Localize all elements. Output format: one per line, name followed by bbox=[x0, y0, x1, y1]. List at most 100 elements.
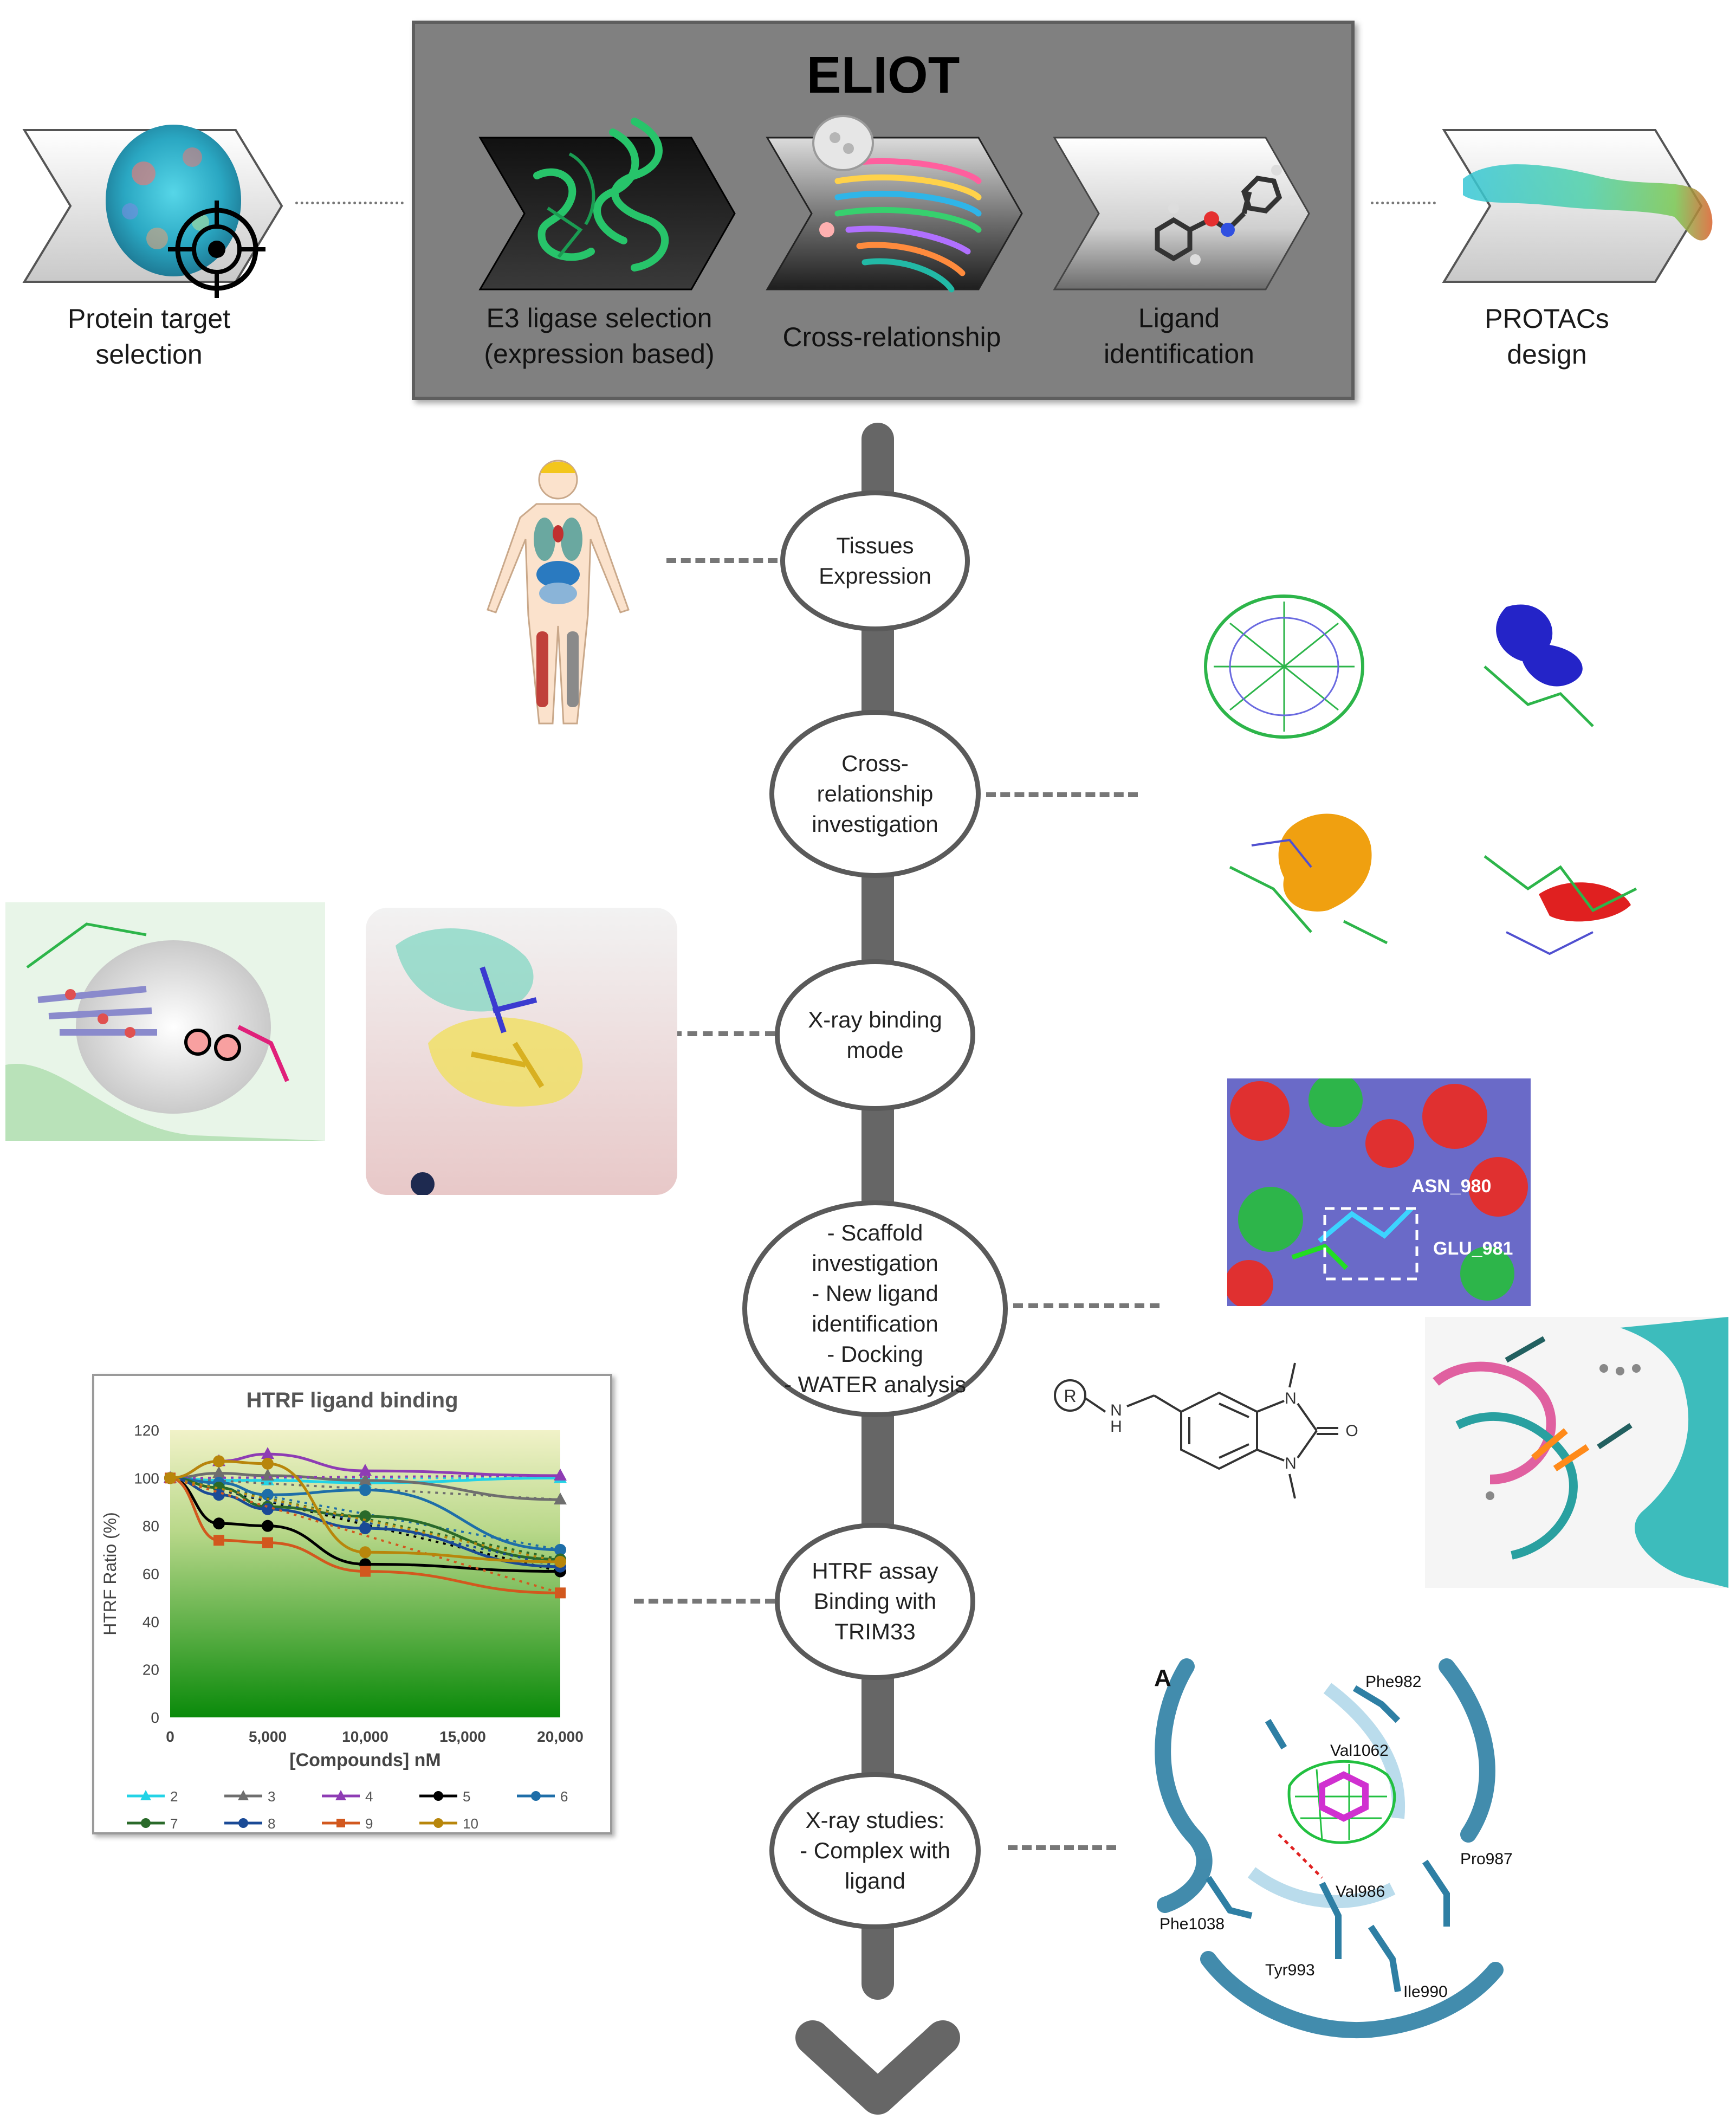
binding-pockets-icon bbox=[1204, 594, 1637, 955]
xray-complex-icon: A Phe982 Val1062 Pro987 Val986 Phe1038 T… bbox=[1143, 1656, 1533, 2073]
dotted-connector bbox=[1371, 202, 1436, 204]
legend-label: 3 bbox=[268, 1788, 275, 1805]
ligand-identification-label: Ligand identification bbox=[1104, 303, 1254, 369]
data-point bbox=[359, 1522, 371, 1535]
legend-label: 9 bbox=[365, 1815, 373, 1832]
grey-chevron-icon bbox=[766, 137, 1023, 290]
benzimidazolone-scaffold-icon: R N H N N O bbox=[1054, 1362, 1358, 1499]
data-point bbox=[555, 1587, 566, 1599]
cross-relationship-label: Cross-relationship bbox=[782, 322, 1001, 352]
y-tick-label: 100 bbox=[134, 1470, 159, 1487]
protacs-design-label: PROTACs design bbox=[1485, 303, 1609, 370]
residue-label-glu: GLU_981 bbox=[1433, 1238, 1513, 1259]
y-tick-label: 60 bbox=[142, 1566, 159, 1582]
node-cross-relationship: Cross- relationship investigation bbox=[769, 710, 981, 878]
dashed-connector bbox=[986, 792, 1138, 797]
eliot-panel: ELIOT bbox=[412, 21, 1355, 400]
residue-label: Phe1038 bbox=[1160, 1915, 1225, 1933]
o-label: O bbox=[1345, 1422, 1358, 1440]
dashed-connector bbox=[634, 1599, 775, 1604]
h-label: H bbox=[1110, 1418, 1122, 1436]
x-tick-label: 20,000 bbox=[537, 1728, 584, 1745]
series-line-3 bbox=[170, 1471, 561, 1501]
legend-marker bbox=[335, 1790, 346, 1800]
protac-surface-icon bbox=[1463, 164, 1713, 241]
chart-title: HTRF ligand binding bbox=[246, 1388, 458, 1412]
x-tick-label: 10,000 bbox=[342, 1728, 388, 1745]
residue-label-asn: ASN_980 bbox=[1411, 1176, 1491, 1197]
xray-binding-mode-icon bbox=[5, 902, 677, 1195]
y-tick-label: 20 bbox=[142, 1662, 159, 1678]
series-line-9 bbox=[170, 1476, 561, 1594]
y-axis-label: HTRF Ratio (%) bbox=[100, 1512, 120, 1636]
data-point bbox=[262, 1489, 274, 1501]
data-point bbox=[262, 1520, 274, 1532]
legend-label: 7 bbox=[170, 1815, 178, 1832]
protacs-design-step bbox=[1436, 125, 1718, 303]
y-tick-label: 0 bbox=[151, 1709, 159, 1726]
legend-marker bbox=[433, 1818, 443, 1828]
eliot-title: ELIOT bbox=[806, 46, 960, 104]
n2-label: N bbox=[1285, 1455, 1297, 1472]
data-point bbox=[212, 1466, 225, 1478]
residue-label: Val986 bbox=[1336, 1883, 1385, 1901]
data-point bbox=[554, 1543, 566, 1556]
data-point bbox=[164, 1472, 176, 1484]
data-point bbox=[554, 1492, 567, 1505]
series-line-5 bbox=[170, 1476, 561, 1573]
panel-letter: A bbox=[1154, 1665, 1171, 1691]
series-line-8 bbox=[170, 1476, 561, 1568]
legend-label: 5 bbox=[463, 1788, 470, 1805]
x-tick-label: 0 bbox=[166, 1728, 174, 1745]
dashed-connector bbox=[1008, 1845, 1116, 1850]
y-tick-label: 40 bbox=[142, 1613, 159, 1630]
x-axis-label: [Compounds] nM bbox=[289, 1750, 441, 1770]
legend-label: 2 bbox=[170, 1788, 178, 1805]
data-point bbox=[359, 1510, 371, 1522]
data-point bbox=[554, 1555, 566, 1568]
n1-label: N bbox=[1285, 1390, 1297, 1407]
node-scaffold-investigation: - Scaffold investigation - New ligand id… bbox=[742, 1200, 1008, 1417]
residue-label: Pro987 bbox=[1460, 1850, 1513, 1868]
legend-marker bbox=[238, 1818, 248, 1828]
data-point bbox=[360, 1566, 371, 1577]
residue-label: Val1062 bbox=[1330, 1742, 1389, 1760]
water-analysis-icon bbox=[1425, 1317, 1728, 1588]
data-point bbox=[359, 1546, 371, 1559]
legend-marker bbox=[140, 1790, 151, 1800]
node-xray-binding: X-ray binding mode bbox=[775, 959, 975, 1111]
protein-target-step bbox=[16, 125, 287, 379]
x-tick-label: 15,000 bbox=[439, 1728, 486, 1745]
data-point bbox=[262, 1457, 274, 1470]
cross-relationship-helix-icon bbox=[812, 115, 982, 293]
legend-marker bbox=[531, 1791, 541, 1801]
r-group-label: R bbox=[1064, 1386, 1076, 1406]
legend-label: 4 bbox=[365, 1788, 373, 1805]
data-point bbox=[213, 1517, 225, 1530]
protein-surface-icon bbox=[106, 125, 241, 276]
light-chevron-icon bbox=[1053, 137, 1310, 290]
protein-target-label: Protein target selection bbox=[67, 303, 231, 370]
data-point bbox=[262, 1537, 273, 1548]
series-trend-5 bbox=[170, 1477, 561, 1573]
legend-label: 6 bbox=[560, 1788, 568, 1805]
y-tick-label: 80 bbox=[142, 1518, 159, 1535]
data-point bbox=[213, 1535, 224, 1546]
data-point bbox=[359, 1464, 372, 1476]
legend-marker bbox=[336, 1819, 345, 1827]
docking-surface-icon: ASN_980 GLU_981 bbox=[1227, 1078, 1531, 1306]
data-point bbox=[213, 1455, 225, 1468]
legend-marker bbox=[141, 1818, 151, 1828]
legend-marker bbox=[433, 1791, 443, 1801]
data-point bbox=[262, 1503, 274, 1515]
dashed-connector bbox=[666, 558, 778, 563]
nh-label: N bbox=[1110, 1401, 1122, 1419]
residue-label: Phe982 bbox=[1365, 1673, 1421, 1691]
series-trend-10 bbox=[170, 1477, 561, 1563]
legend-label: 8 bbox=[268, 1815, 275, 1832]
node-htrf-assay: HTRF assay Binding with TRIM33 bbox=[775, 1523, 975, 1680]
node-xray-studies: X-ray studies: - Complex with ligand bbox=[769, 1772, 981, 1929]
data-point bbox=[359, 1484, 371, 1496]
